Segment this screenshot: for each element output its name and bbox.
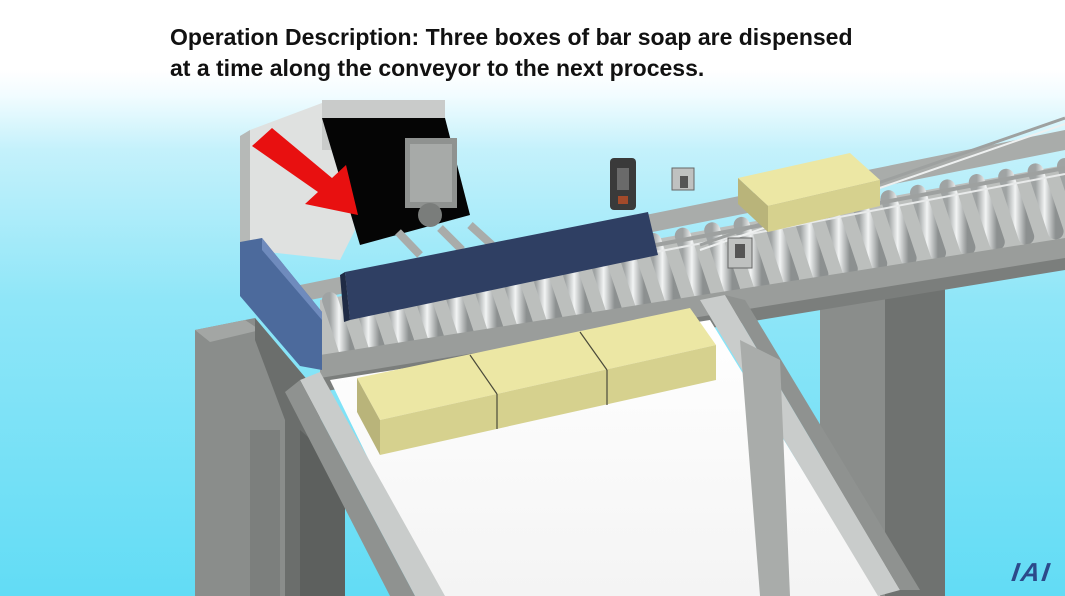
caption-line-2: at a time along the conveyor to the next… bbox=[170, 55, 705, 81]
soap-box-incoming bbox=[738, 153, 880, 232]
left-support-column bbox=[195, 318, 345, 596]
caption-line-1: Operation Description: Three boxes of ba… bbox=[170, 24, 853, 50]
iai-logo: IAI bbox=[1009, 557, 1054, 587]
conveyor-roller bbox=[910, 184, 946, 261]
pusher-actuator bbox=[240, 100, 495, 260]
sensor-bracket-near bbox=[727, 237, 753, 269]
operation-description: Operation Description: Three boxes of ba… bbox=[170, 22, 1030, 84]
conveyor-roller bbox=[322, 292, 358, 368]
conveyor-roller bbox=[968, 174, 1005, 251]
soap-boxes-dispensed bbox=[357, 308, 716, 455]
side-guide bbox=[240, 238, 322, 370]
direction-arrow-icon bbox=[252, 128, 358, 215]
conveyor-roller bbox=[939, 179, 976, 256]
sensor-bracket-far bbox=[671, 167, 695, 191]
conveyor-roller bbox=[880, 190, 917, 267]
photo-sensor bbox=[610, 158, 636, 210]
conveyor-roller bbox=[998, 168, 1035, 245]
pusher-plate bbox=[340, 212, 658, 322]
conveyor-roller bbox=[1027, 163, 1064, 240]
